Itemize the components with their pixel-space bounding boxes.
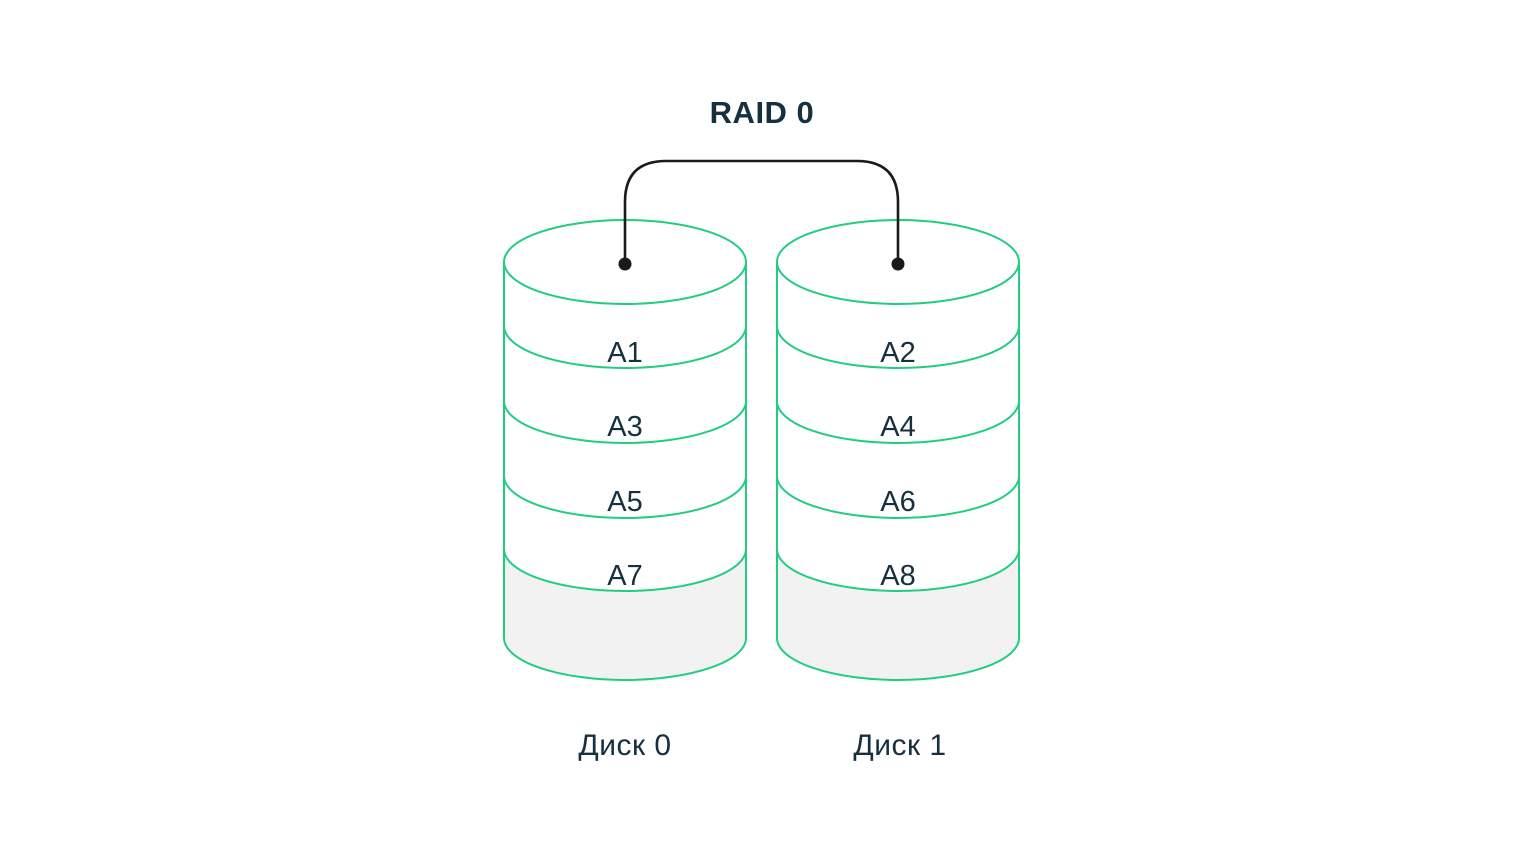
block-label-a6: A6 — [880, 486, 915, 518]
disk-0-divider-arc-1 — [503, 325, 747, 369]
disk-1-label: Диск 1 — [853, 729, 946, 762]
block-label-a8: A8 — [880, 560, 915, 592]
disk-1-divider-arc-1 — [776, 325, 1020, 369]
disk-1-side-lines — [776, 262, 1020, 638]
disk-0-body-fill — [504, 220, 746, 680]
disk-1-divider-arc-2 — [776, 400, 1020, 444]
disk-0-divider-arc-3 — [503, 475, 747, 519]
disk-0-divider-arc-4 — [503, 548, 747, 592]
disk-0-divider-arc-2 — [503, 400, 747, 444]
diagram-title: RAID 0 — [710, 95, 815, 130]
disk-1-bottom-arc — [776, 637, 1020, 681]
disk-0-side-lines — [503, 262, 747, 638]
disk-0-bottom-arc — [503, 637, 747, 681]
disk-1-divider-arc-3 — [776, 475, 1020, 519]
block-label-a7: A7 — [607, 560, 642, 592]
connector-dot-right — [891, 257, 905, 271]
block-label-a3: A3 — [607, 411, 642, 443]
disk-1-cylinder: A2 A4 A6 A8 — [776, 219, 1020, 681]
block-label-a1: A1 — [607, 337, 642, 369]
disk-connector — [618, 159, 905, 271]
block-label-a5: A5 — [607, 486, 642, 518]
disk-0-bottom-band — [504, 549, 746, 680]
connector-dot-left — [618, 257, 632, 271]
disk-0-cylinder: A1 A3 A5 A7 — [503, 219, 747, 681]
disk-1-divider-arc-4 — [776, 548, 1020, 592]
block-label-a4: A4 — [880, 411, 915, 443]
disk-1-bottom-band — [777, 549, 1019, 680]
connector-line — [623, 159, 900, 266]
block-label-a2: A2 — [880, 337, 915, 369]
disk-0-label: Диск 0 — [578, 729, 671, 762]
disk-1-body-fill — [777, 220, 1019, 680]
